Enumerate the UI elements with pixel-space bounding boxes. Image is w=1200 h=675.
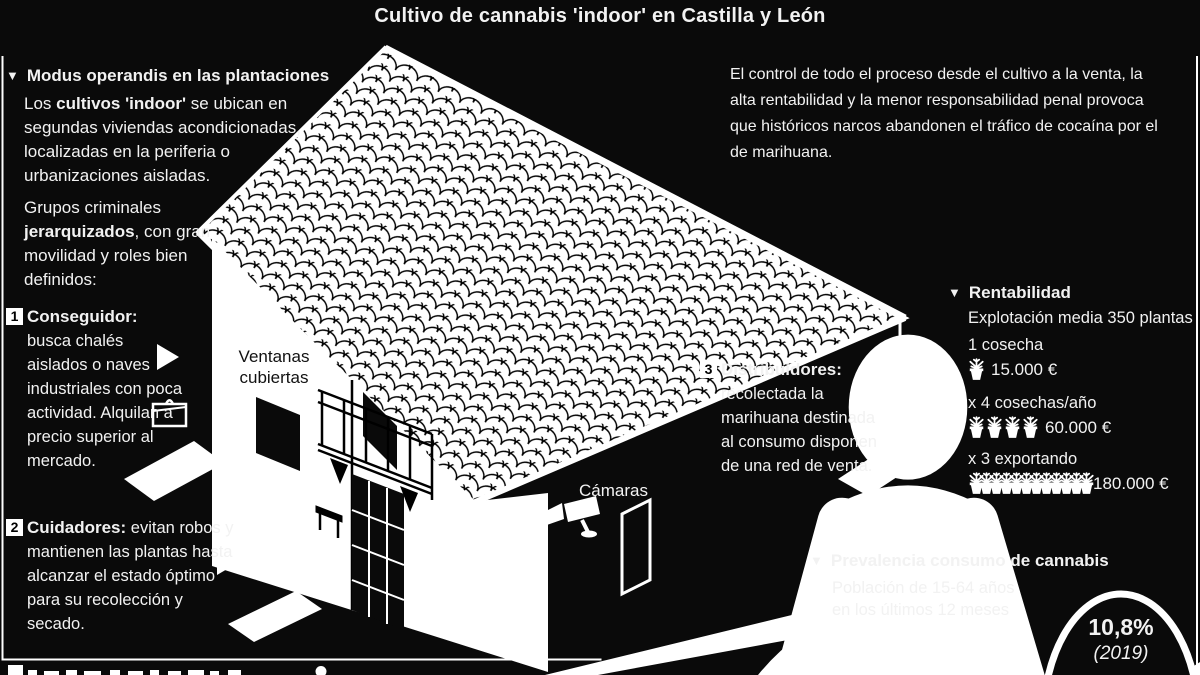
prevalence-oval — [1044, 590, 1198, 675]
house-front-wall — [212, 238, 548, 672]
pot-group — [966, 414, 1038, 441]
silhouette-blob — [758, 608, 1037, 675]
section-marker-icon: ▼ — [948, 285, 961, 300]
harvest-row-label: x 4 cosechas/año — [968, 394, 1097, 412]
prevalence-value: 10,8% — [1088, 614, 1154, 640]
role-3-badge: 3 — [700, 361, 717, 378]
prevalencia-header: ▼ Prevalencia consumo de cannabis — [810, 551, 1109, 571]
control-paragraph: El control de todo el proceso desde el c… — [730, 66, 1158, 161]
harvest-row-amount: 60.000 € — [966, 414, 1111, 441]
walkway-figure-1 — [124, 441, 224, 501]
security-camera-icon — [542, 496, 600, 538]
harvest-row-amount: 15.000 € — [966, 356, 1057, 383]
front-door — [351, 474, 405, 630]
harvest-row-label: 1 cosecha — [968, 336, 1044, 354]
role-2-badge: 2 — [6, 519, 23, 536]
prevalencia-line2: en los últimos 12 meses — [832, 601, 1009, 619]
rentabilidad-line1: Explotación media 350 plantas — [968, 309, 1193, 327]
arrow-right-icon — [157, 344, 942, 575]
cameras-label: Cámaras — [579, 481, 648, 500]
covered-window — [256, 397, 300, 471]
pot-group — [966, 356, 984, 383]
rentabilidad-header-label: Rentabilidad — [968, 283, 1071, 302]
covered-windows-label: Ventanas cubiertas — [238, 347, 310, 387]
footer-clipped-row — [8, 665, 327, 675]
role-2-text: Cuidadores: evitan robos y mantienen las… — [27, 518, 234, 633]
walkway-figure-2 — [228, 591, 322, 642]
frame-border — [1, 56, 1198, 675]
prevalencia-line1: Población de 15-64 años — [832, 579, 1015, 597]
harvest-row-amount: 180.000 € — [966, 470, 1169, 497]
amount-value: 15.000 € — [991, 359, 1058, 379]
modus-intro: Los cultivos 'indoor' se ubican en segun… — [24, 94, 301, 185]
side-window — [620, 497, 652, 597]
figure-conseguidor — [151, 335, 1027, 675]
modus-groups: Grupos criminales jerarquizados, con gra… — [24, 198, 211, 289]
amount-value: 60.000 € — [1045, 417, 1112, 437]
balcony — [317, 388, 434, 500]
rentabilidad-header: ▼ Rentabilidad — [948, 283, 1071, 303]
role-1-text: Conseguidor: busca chalés aislados o nav… — [27, 307, 183, 470]
amount-value: 180.000 € — [1093, 473, 1169, 493]
modus-header-label: Modus operandis en las plantaciones — [26, 66, 330, 85]
page-title: Cultivo de cannabis 'indoor' en Castilla… — [374, 5, 826, 27]
prevalencia-header-label: Prevalencia consumo de cannabis — [830, 551, 1109, 570]
harvest-row-label: x 3 exportando — [968, 450, 1078, 468]
bench — [315, 505, 343, 538]
modus-header: ▼ Modus operandis en las plantaciones — [6, 66, 329, 86]
section-marker-icon: ▼ — [810, 553, 823, 568]
role-1-badge: 1 — [6, 308, 23, 325]
pot-group — [966, 470, 1086, 497]
briefcase-icon — [151, 399, 188, 428]
section-marker-icon: ▼ — [6, 68, 19, 83]
cannabis-plant-pot-icon — [966, 356, 987, 383]
role-3-text: Distribuidores: recolectada la marihuana… — [721, 360, 877, 475]
prevalence-year: (2019) — [1093, 643, 1149, 664]
cannabis-plant-pot-icon — [1020, 414, 1041, 441]
